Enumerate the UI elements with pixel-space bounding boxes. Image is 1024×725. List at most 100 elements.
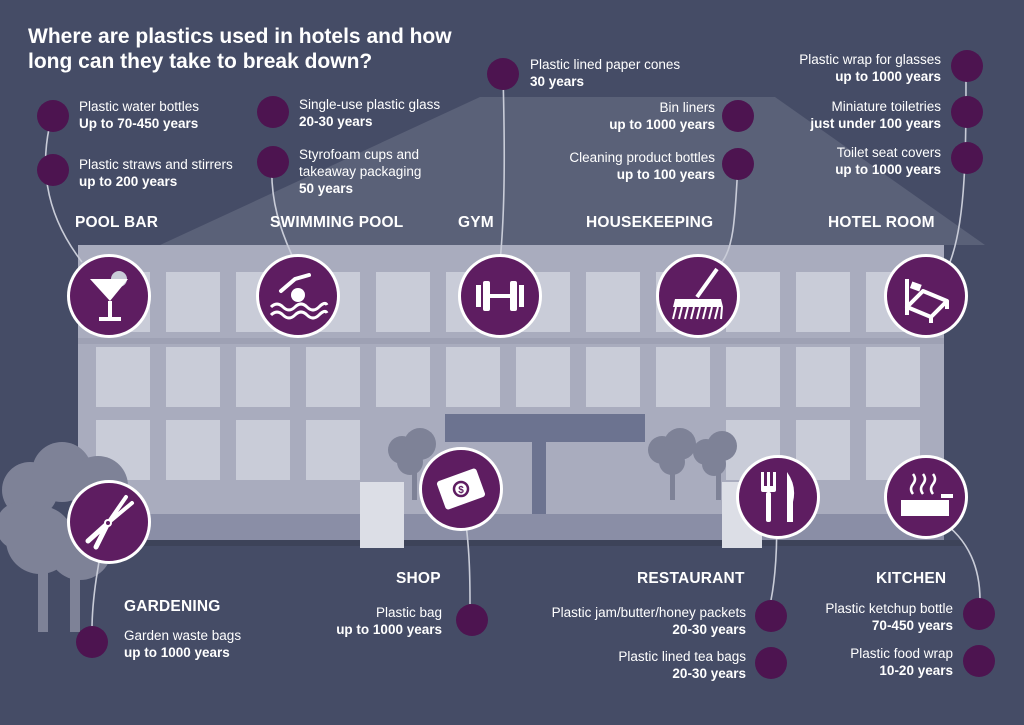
category-pool-bar: POOL BAR [75,214,159,231]
item-cleaning-bottles: Cleaning product bottles up to 100 years [569,149,715,183]
category-housekeeping: HOUSEKEEPING [586,214,714,231]
item-value: up to 1000 years [835,69,941,84]
category-restaurant: RESTAURANT [637,570,745,587]
bullet-dot [722,100,754,132]
cooking-pot-icon [884,455,968,539]
bullet-dot [37,154,69,186]
roof [160,97,985,245]
swimmer-icon [256,254,340,338]
bullet-dot [963,645,995,677]
item-text: Plastic lined paper cones [530,57,681,72]
item-text: Plastic bag [375,605,442,620]
category-kitchen: KITCHEN [876,570,947,587]
item-text: Plastic ketchup bottle [825,601,953,616]
bushes [388,428,737,500]
bullet-dot [456,604,488,636]
item-value: up to 1000 years [609,117,715,132]
item-toiletries: Miniature toiletries just under 100 year… [810,98,941,132]
item-value: 20-30 years [299,114,373,129]
window [236,420,290,480]
item-seat-covers: Toilet seat covers up to 1000 years [835,144,941,178]
bed-icon [884,254,968,338]
bullet-dot [257,146,289,178]
item-text: Bin liners [659,100,715,115]
item-text: Plastic wrap for glasses [799,52,941,67]
item-value: 10-20 years [879,663,953,678]
item-wrap-glasses: Plastic wrap for glasses up to 1000 year… [799,51,941,85]
cocktail-glass-icon [67,254,151,338]
bullet-dot [963,598,995,630]
item-value: up to 100 years [616,167,715,182]
window [866,347,920,407]
item-value: 20-30 years [672,666,746,681]
item-value: up to 200 years [79,174,178,189]
item-water-bottles: Plastic water bottles Up to 70-450 years [79,98,199,132]
item-ketchup: Plastic ketchup bottle 70-450 years [825,600,953,634]
category-shop: SHOP [396,570,441,587]
item-styrofoam: Styrofoam cups and takeaway packaging 50… [299,146,421,197]
bullet-dot [487,58,519,90]
item-text: Toilet seat covers [836,145,941,160]
item-text: Miniature toiletries [831,99,941,114]
window [796,272,850,332]
item-text: Plastic straws and stirrers [79,157,233,172]
bullet-dot [257,96,289,128]
item-garden-bags: Garden waste bags up to 1000 years [124,627,241,661]
bullet-dot [37,100,69,132]
svg-text:$: $ [458,485,464,496]
category-gym: GYM [458,214,494,231]
window [376,347,430,407]
item-value: 70-450 years [871,618,953,633]
item-value: 20-30 years [672,622,746,637]
category-hotel-room: HOTEL ROOM [828,214,935,231]
item-value: just under 100 years [810,116,941,131]
item-plastic-bag: Plastic bag up to 1000 years [336,604,442,638]
window [376,272,430,332]
entrance-canopy [445,414,645,442]
item-text: Garden waste bags [124,628,242,643]
item-value: 50 years [299,181,354,196]
item-text: Plastic food wrap [850,646,953,661]
window [796,347,850,407]
item-plastic-glass: Single-use plastic glass 20-30 years [299,96,440,130]
window [166,420,220,480]
window [656,347,710,407]
window [166,347,220,407]
dumbbell-icon [458,254,542,338]
door-panel [360,482,404,548]
category-gardening: GARDENING [124,598,221,615]
item-text: takeaway packaging [299,164,422,179]
window [586,347,640,407]
item-value: up to 1000 years [835,162,941,177]
window [236,347,290,407]
item-text: Styrofoam cups and [299,147,420,162]
item-value: up to 1000 years [336,622,442,637]
item-value: 30 years [530,74,585,89]
item-text: Plastic lined tea bags [618,649,746,664]
item-paper-cones: Plastic lined paper cones 30 years [530,56,680,90]
window [306,420,360,480]
item-value: up to 1000 years [124,645,230,660]
item-tea-bags: Plastic lined tea bags 20-30 years [618,648,746,682]
item-text: Plastic water bottles [79,99,200,114]
item-straws: Plastic straws and stirrers up to 200 ye… [79,156,233,190]
window [516,347,570,407]
bullet-dot [755,600,787,632]
bullet-dot [951,96,983,128]
item-bin-liners: Bin liners up to 1000 years [609,99,715,133]
window [166,272,220,332]
category-swimming-pool: SWIMMING POOL [270,214,404,231]
bullet-dot [951,142,983,174]
item-packets: Plastic jam/butter/honey packets 20-30 y… [552,604,746,638]
item-text: Plastic jam/butter/honey packets [551,605,746,620]
bullet-dot [76,626,108,658]
pruning-shears-icon [67,480,151,564]
item-value: Up to 70-450 years [79,116,199,131]
window [96,347,150,407]
bullet-dot [755,647,787,679]
item-text: Cleaning product bottles [569,150,715,165]
window [306,347,360,407]
broom-icon [656,254,740,338]
page-title: Where are plastics used in hotels and ho… [28,25,452,73]
window [586,272,640,332]
